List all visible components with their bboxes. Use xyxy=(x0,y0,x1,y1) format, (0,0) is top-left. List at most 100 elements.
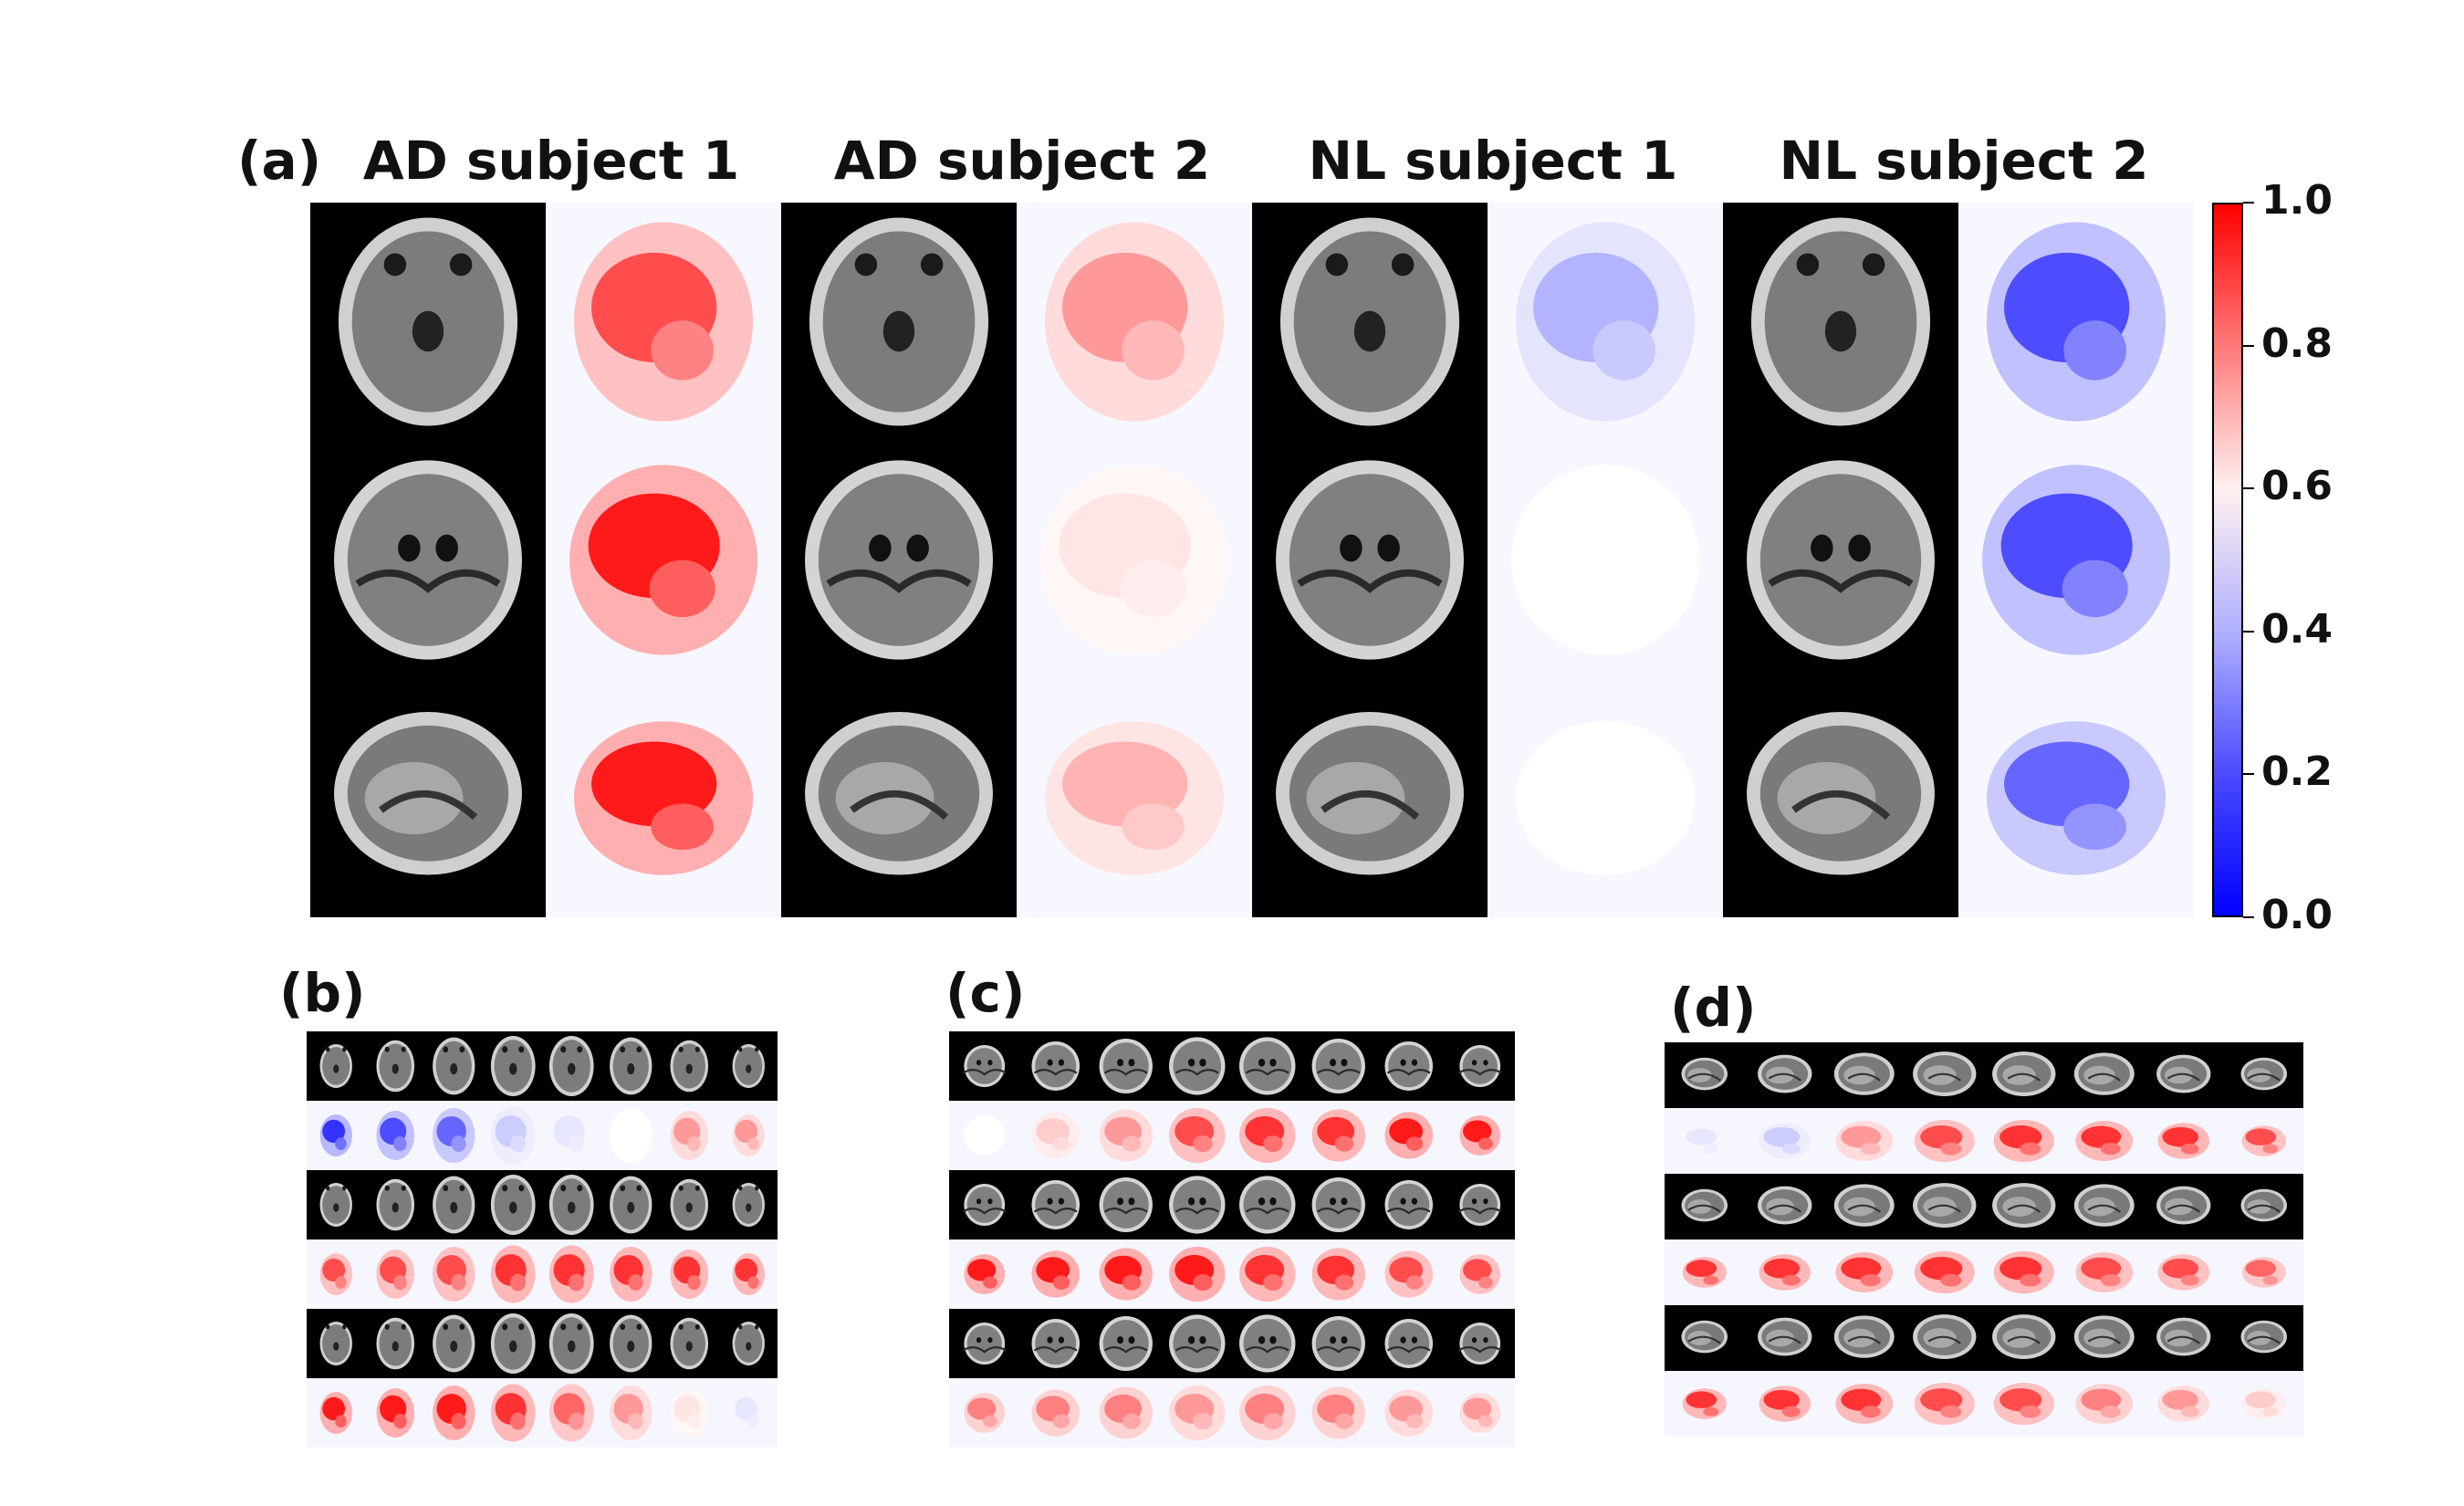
heatmap-thumbnail xyxy=(424,1239,484,1313)
heatmap-slice-sagittal xyxy=(546,679,781,917)
mri-thumbnail xyxy=(542,1309,601,1382)
heatmap-thumbnail xyxy=(1824,1239,1905,1309)
heatmap-slice-strip xyxy=(307,1101,778,1170)
mri-thumbnail xyxy=(1303,1031,1374,1104)
mri-thumbnail xyxy=(424,1170,484,1243)
heatmap-thumbnail xyxy=(2224,1371,2304,1440)
mri-thumbnail xyxy=(1665,1305,1745,1375)
heatmap-thumbnail xyxy=(1745,1239,1825,1309)
heatmap-thumbnail xyxy=(660,1378,719,1451)
mri-thumbnail xyxy=(1091,1170,1162,1243)
heatmap-thumbnail xyxy=(2064,1108,2145,1177)
mri-thumbnail xyxy=(484,1170,543,1243)
mri-slice-strip xyxy=(1665,1174,2303,1239)
mri-thumbnail xyxy=(1905,1174,1985,1243)
column-title-ad-subject-2: AD subject 2 xyxy=(833,130,1211,192)
heatmap-thumbnail xyxy=(1162,1378,1233,1451)
heatmap-thumbnail xyxy=(719,1239,778,1313)
heatmap-thumbnail xyxy=(1232,1239,1303,1313)
mri-slice-strip xyxy=(949,1031,1515,1101)
heatmap-thumbnail xyxy=(366,1378,425,1451)
mri-slice-axial xyxy=(310,203,546,441)
mri-thumbnail xyxy=(424,1031,484,1104)
mri-thumbnail xyxy=(1091,1309,1162,1382)
heatmap-slice-sagittal xyxy=(1017,679,1252,917)
heatmap-slice-coronal xyxy=(1488,441,1723,679)
mri-slice-strip xyxy=(1665,1042,2303,1108)
mri-thumbnail xyxy=(1445,1309,1516,1382)
mri-thumbnail xyxy=(424,1309,484,1382)
heatmap-slice-strip xyxy=(307,1378,778,1448)
heatmap-slice-sagittal xyxy=(1958,679,2194,917)
mri-thumbnail xyxy=(719,1031,778,1104)
colorbar-tick xyxy=(2243,202,2254,204)
heatmap-thumbnail xyxy=(2144,1239,2224,1309)
mri-thumbnail xyxy=(2144,1174,2224,1243)
heatmap-thumbnail xyxy=(1373,1378,1445,1451)
mri-thumbnail xyxy=(719,1170,778,1243)
heatmap-thumbnail xyxy=(1745,1371,1825,1440)
mri-thumbnail xyxy=(949,1170,1020,1243)
heatmap-slice-strip xyxy=(1665,1108,2303,1174)
mri-thumbnail xyxy=(1232,1309,1303,1382)
mri-slice-axial xyxy=(1723,203,1958,441)
mri-thumbnail xyxy=(1745,1305,1825,1375)
heatmap-thumbnail xyxy=(1745,1108,1825,1177)
heatmap-thumbnail xyxy=(2064,1371,2145,1440)
mri-thumbnail xyxy=(2064,1174,2145,1243)
mri-thumbnail xyxy=(307,1309,366,1382)
mri-slice-strip xyxy=(949,1170,1515,1239)
mri-thumbnail xyxy=(1984,1174,2064,1243)
heatmap-thumbnail xyxy=(949,1378,1020,1451)
heatmap-thumbnail xyxy=(1162,1239,1233,1313)
mri-thumbnail xyxy=(1162,1309,1233,1382)
mri-thumbnail xyxy=(542,1031,601,1104)
heatmap-thumbnail xyxy=(1665,1371,1745,1440)
heatmap-thumbnail xyxy=(1020,1239,1091,1313)
mri-slice-axial xyxy=(781,203,1017,441)
mri-thumbnail xyxy=(660,1309,719,1382)
mri-thumbnail xyxy=(2144,1305,2224,1375)
mri-thumbnail xyxy=(660,1031,719,1104)
heatmap-thumbnail xyxy=(366,1239,425,1313)
mri-thumbnail xyxy=(2144,1042,2224,1112)
mri-slice-strip xyxy=(307,1309,778,1378)
heatmap-slice-coronal xyxy=(546,441,781,679)
heatmap-thumbnail xyxy=(1984,1239,2064,1309)
mri-thumbnail xyxy=(1824,1042,1905,1112)
colorbar-tick-label: 0.0 xyxy=(2261,892,2333,938)
mri-slice-coronal xyxy=(1252,441,1488,679)
heatmap-thumbnail xyxy=(1091,1239,1162,1313)
heatmap-thumbnail xyxy=(1665,1108,1745,1177)
heatmap-thumbnail xyxy=(424,1378,484,1451)
heatmap-thumbnail xyxy=(601,1239,661,1313)
colorbar xyxy=(2212,203,2243,917)
colorbar-tick-label: 0.2 xyxy=(2261,748,2333,796)
heatmap-thumbnail xyxy=(1091,1378,1162,1451)
mri-thumbnail xyxy=(1232,1170,1303,1243)
heatmap-thumbnail xyxy=(601,1101,661,1174)
mri-thumbnail xyxy=(660,1170,719,1243)
mri-slice-coronal xyxy=(781,441,1017,679)
mri-slice-axial xyxy=(1252,203,1488,441)
mri-thumbnail xyxy=(1665,1042,1745,1112)
heatmap-thumbnail xyxy=(1303,1239,1374,1313)
panel-b-label: (b) xyxy=(279,962,366,1024)
mri-thumbnail xyxy=(949,1031,1020,1104)
heatmap-slice-strip xyxy=(1665,1239,2303,1305)
mri-thumbnail xyxy=(601,1031,661,1104)
colorbar-tick xyxy=(2243,344,2254,347)
heatmap-thumbnail xyxy=(2224,1239,2304,1309)
mri-thumbnail xyxy=(1445,1170,1516,1243)
heatmap-thumbnail xyxy=(1373,1239,1445,1313)
heatmap-thumbnail xyxy=(2224,1108,2304,1177)
mri-slice-strip xyxy=(1665,1305,2303,1371)
mri-thumbnail xyxy=(1665,1174,1745,1243)
heatmap-slice-coronal xyxy=(1958,441,2194,679)
mri-thumbnail xyxy=(1020,1031,1091,1104)
colorbar-tick-label: 1.0 xyxy=(2261,177,2333,224)
heatmap-slice-axial xyxy=(1017,203,1252,441)
heatmap-thumbnail xyxy=(424,1101,484,1174)
mri-thumbnail xyxy=(484,1031,543,1104)
heatmap-thumbnail xyxy=(1020,1378,1091,1451)
